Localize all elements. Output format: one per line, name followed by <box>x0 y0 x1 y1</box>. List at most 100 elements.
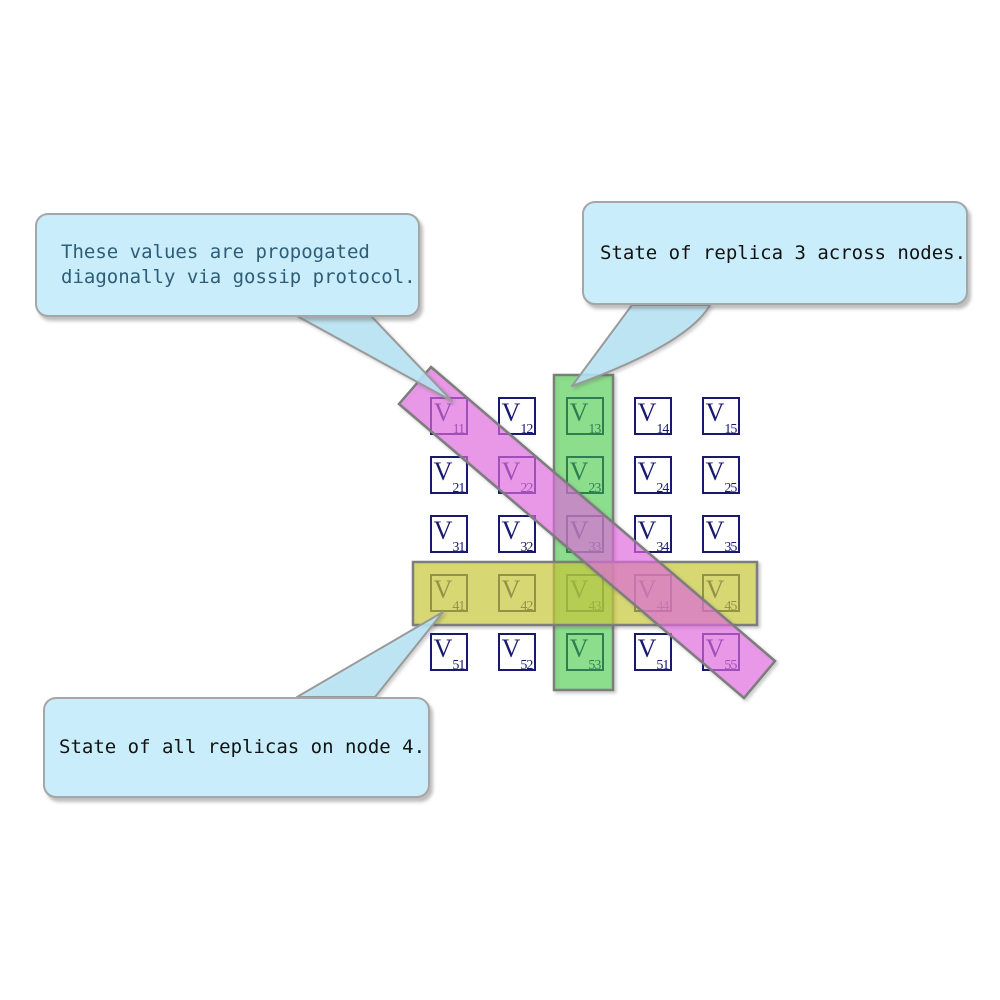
matrix-cell-V23-r2c3: V23 <box>566 456 604 495</box>
cell-subscript: 51 <box>656 657 669 673</box>
cell-symbol: V <box>637 575 657 605</box>
cell-label: V15 <box>705 398 738 436</box>
cell-subscript: 21 <box>452 480 465 496</box>
callout-node4-text: State of all replicas on node 4. <box>59 736 426 758</box>
matrix-cell-V34-r3c4: V34 <box>634 515 672 554</box>
matrix-cell-V24-r2c4: V24 <box>634 456 672 495</box>
matrix-cell-V45-r4c5: V45 <box>702 574 740 613</box>
cell-subscript: 13 <box>588 421 601 437</box>
cell-label: V45 <box>705 575 738 613</box>
cell-symbol: V <box>501 457 521 487</box>
cell-subscript: 43 <box>588 598 601 614</box>
cell-symbol: V <box>569 398 589 428</box>
cell-symbol: V <box>433 575 453 605</box>
cell-symbol: V <box>569 634 589 664</box>
cell-label: V12 <box>501 398 534 436</box>
matrix-cell-V51-r5c1: V51 <box>430 633 468 672</box>
cell-symbol: V <box>569 575 589 605</box>
cell-subscript: 51 <box>452 657 465 673</box>
cell-symbol: V <box>501 575 521 605</box>
cell-symbol: V <box>501 398 521 428</box>
cell-subscript: 22 <box>520 480 533 496</box>
cell-subscript: 11 <box>452 421 466 437</box>
matrix-cell-V13-r1c3: V13 <box>566 397 604 436</box>
cell-symbol: V <box>705 575 725 605</box>
matrix-cell-V51-r5c4: V51 <box>634 633 672 672</box>
cell-symbol: V <box>433 398 453 428</box>
cell-symbol: V <box>637 516 657 546</box>
matrix-cell-V22-r2c2: V22 <box>498 456 536 495</box>
cell-subscript: 31 <box>452 539 465 555</box>
matrix-cell-V12-r1c2: V12 <box>498 397 536 436</box>
cell-label: V31 <box>434 518 466 554</box>
cell-label: V22 <box>501 457 534 495</box>
callout-node4: State of all replicas on node 4. <box>43 697 430 798</box>
matrix-cell-V15-r1c5: V15 <box>702 397 740 436</box>
cell-subscript: 12 <box>520 421 533 437</box>
callout-gossip-line1: These values are propogated <box>61 241 370 263</box>
cell-label: V35 <box>705 516 738 554</box>
cell-label: V55 <box>706 636 738 672</box>
cell-subscript: 34 <box>656 539 669 555</box>
cell-label: V53 <box>569 634 602 672</box>
cell-label: V11 <box>433 398 465 436</box>
matrix-cell-V53-r5c3: V53 <box>566 633 604 672</box>
cell-symbol: V <box>637 457 657 487</box>
matrix-cell-V25-r2c5: V25 <box>702 456 740 495</box>
cell-label: V24 <box>637 457 670 495</box>
cell-symbol: V <box>637 634 657 664</box>
cell-subscript: 24 <box>656 480 669 496</box>
cell-label: V14 <box>637 398 670 436</box>
cell-subscript: 44 <box>656 598 669 614</box>
cell-subscript: 15 <box>724 421 737 437</box>
cell-subscript: 55 <box>724 657 737 673</box>
cell-symbol: V <box>705 457 725 487</box>
cell-symbol: V <box>501 634 521 664</box>
cell-symbol: V <box>705 398 725 428</box>
cell-symbol: V <box>705 516 725 546</box>
cell-label: V32 <box>502 518 534 554</box>
matrix-cell-V11-r1c1: V11 <box>430 397 468 436</box>
cell-subscript: 35 <box>724 539 737 555</box>
cell-subscript: 25 <box>724 480 737 496</box>
cell-label: V23 <box>569 457 602 495</box>
cell-symbol: V <box>637 398 657 428</box>
cell-subscript: 23 <box>588 480 601 496</box>
cell-label: V42 <box>501 575 534 613</box>
cell-label: V43 <box>569 575 602 613</box>
cell-symbol: V <box>569 457 589 487</box>
cell-label: V41 <box>433 575 466 613</box>
matrix-cell-V41-r4c1: V41 <box>430 574 468 613</box>
cell-symbol: V <box>569 516 589 546</box>
matrix-cell-V42-r4c2: V42 <box>498 574 536 613</box>
cell-label: V13 <box>569 398 602 436</box>
callout-replica3: State of replica 3 across nodes. <box>582 201 968 305</box>
matrix-cell-V21-r2c1: V21 <box>430 456 468 496</box>
matrix-cell-V52-r5c2: V52 <box>498 633 536 672</box>
matrix-cell-V55-r5c5: V55 <box>702 633 740 672</box>
matrix-cell-V14-r1c4: V14 <box>634 397 672 436</box>
cell-symbol: V <box>433 634 453 664</box>
callout-gossip-line2: diagonally via gossip protocol. <box>61 266 416 288</box>
cell-symbol: V <box>433 457 453 487</box>
cell-subscript: 53 <box>588 657 601 673</box>
matrix-cell-V44-r4c4: V44 <box>634 574 672 613</box>
callout-replica3-text: State of replica 3 across nodes. <box>600 241 967 264</box>
cell-label: V51 <box>433 634 466 672</box>
cell-label: V34 <box>637 516 670 554</box>
cell-label: V52 <box>501 634 534 672</box>
cell-label: V33 <box>569 516 602 554</box>
cell-subscript: 41 <box>452 598 465 614</box>
cell-label: V51 <box>637 634 670 672</box>
cell-label: V25 <box>705 457 738 495</box>
cell-label: V44 <box>637 575 670 613</box>
matrix-cell-V35-r3c5: V35 <box>702 515 740 554</box>
cell-subscript: 32 <box>520 539 533 555</box>
matrix-cell-V32-r3c2: V32 <box>498 515 536 554</box>
matrix-cell-V33-r3c3: V33 <box>566 515 604 554</box>
matrix-cell-V31-r3c1: V31 <box>430 515 468 554</box>
cell-subscript: 45 <box>724 598 737 614</box>
cell-subscript: 14 <box>656 421 669 437</box>
